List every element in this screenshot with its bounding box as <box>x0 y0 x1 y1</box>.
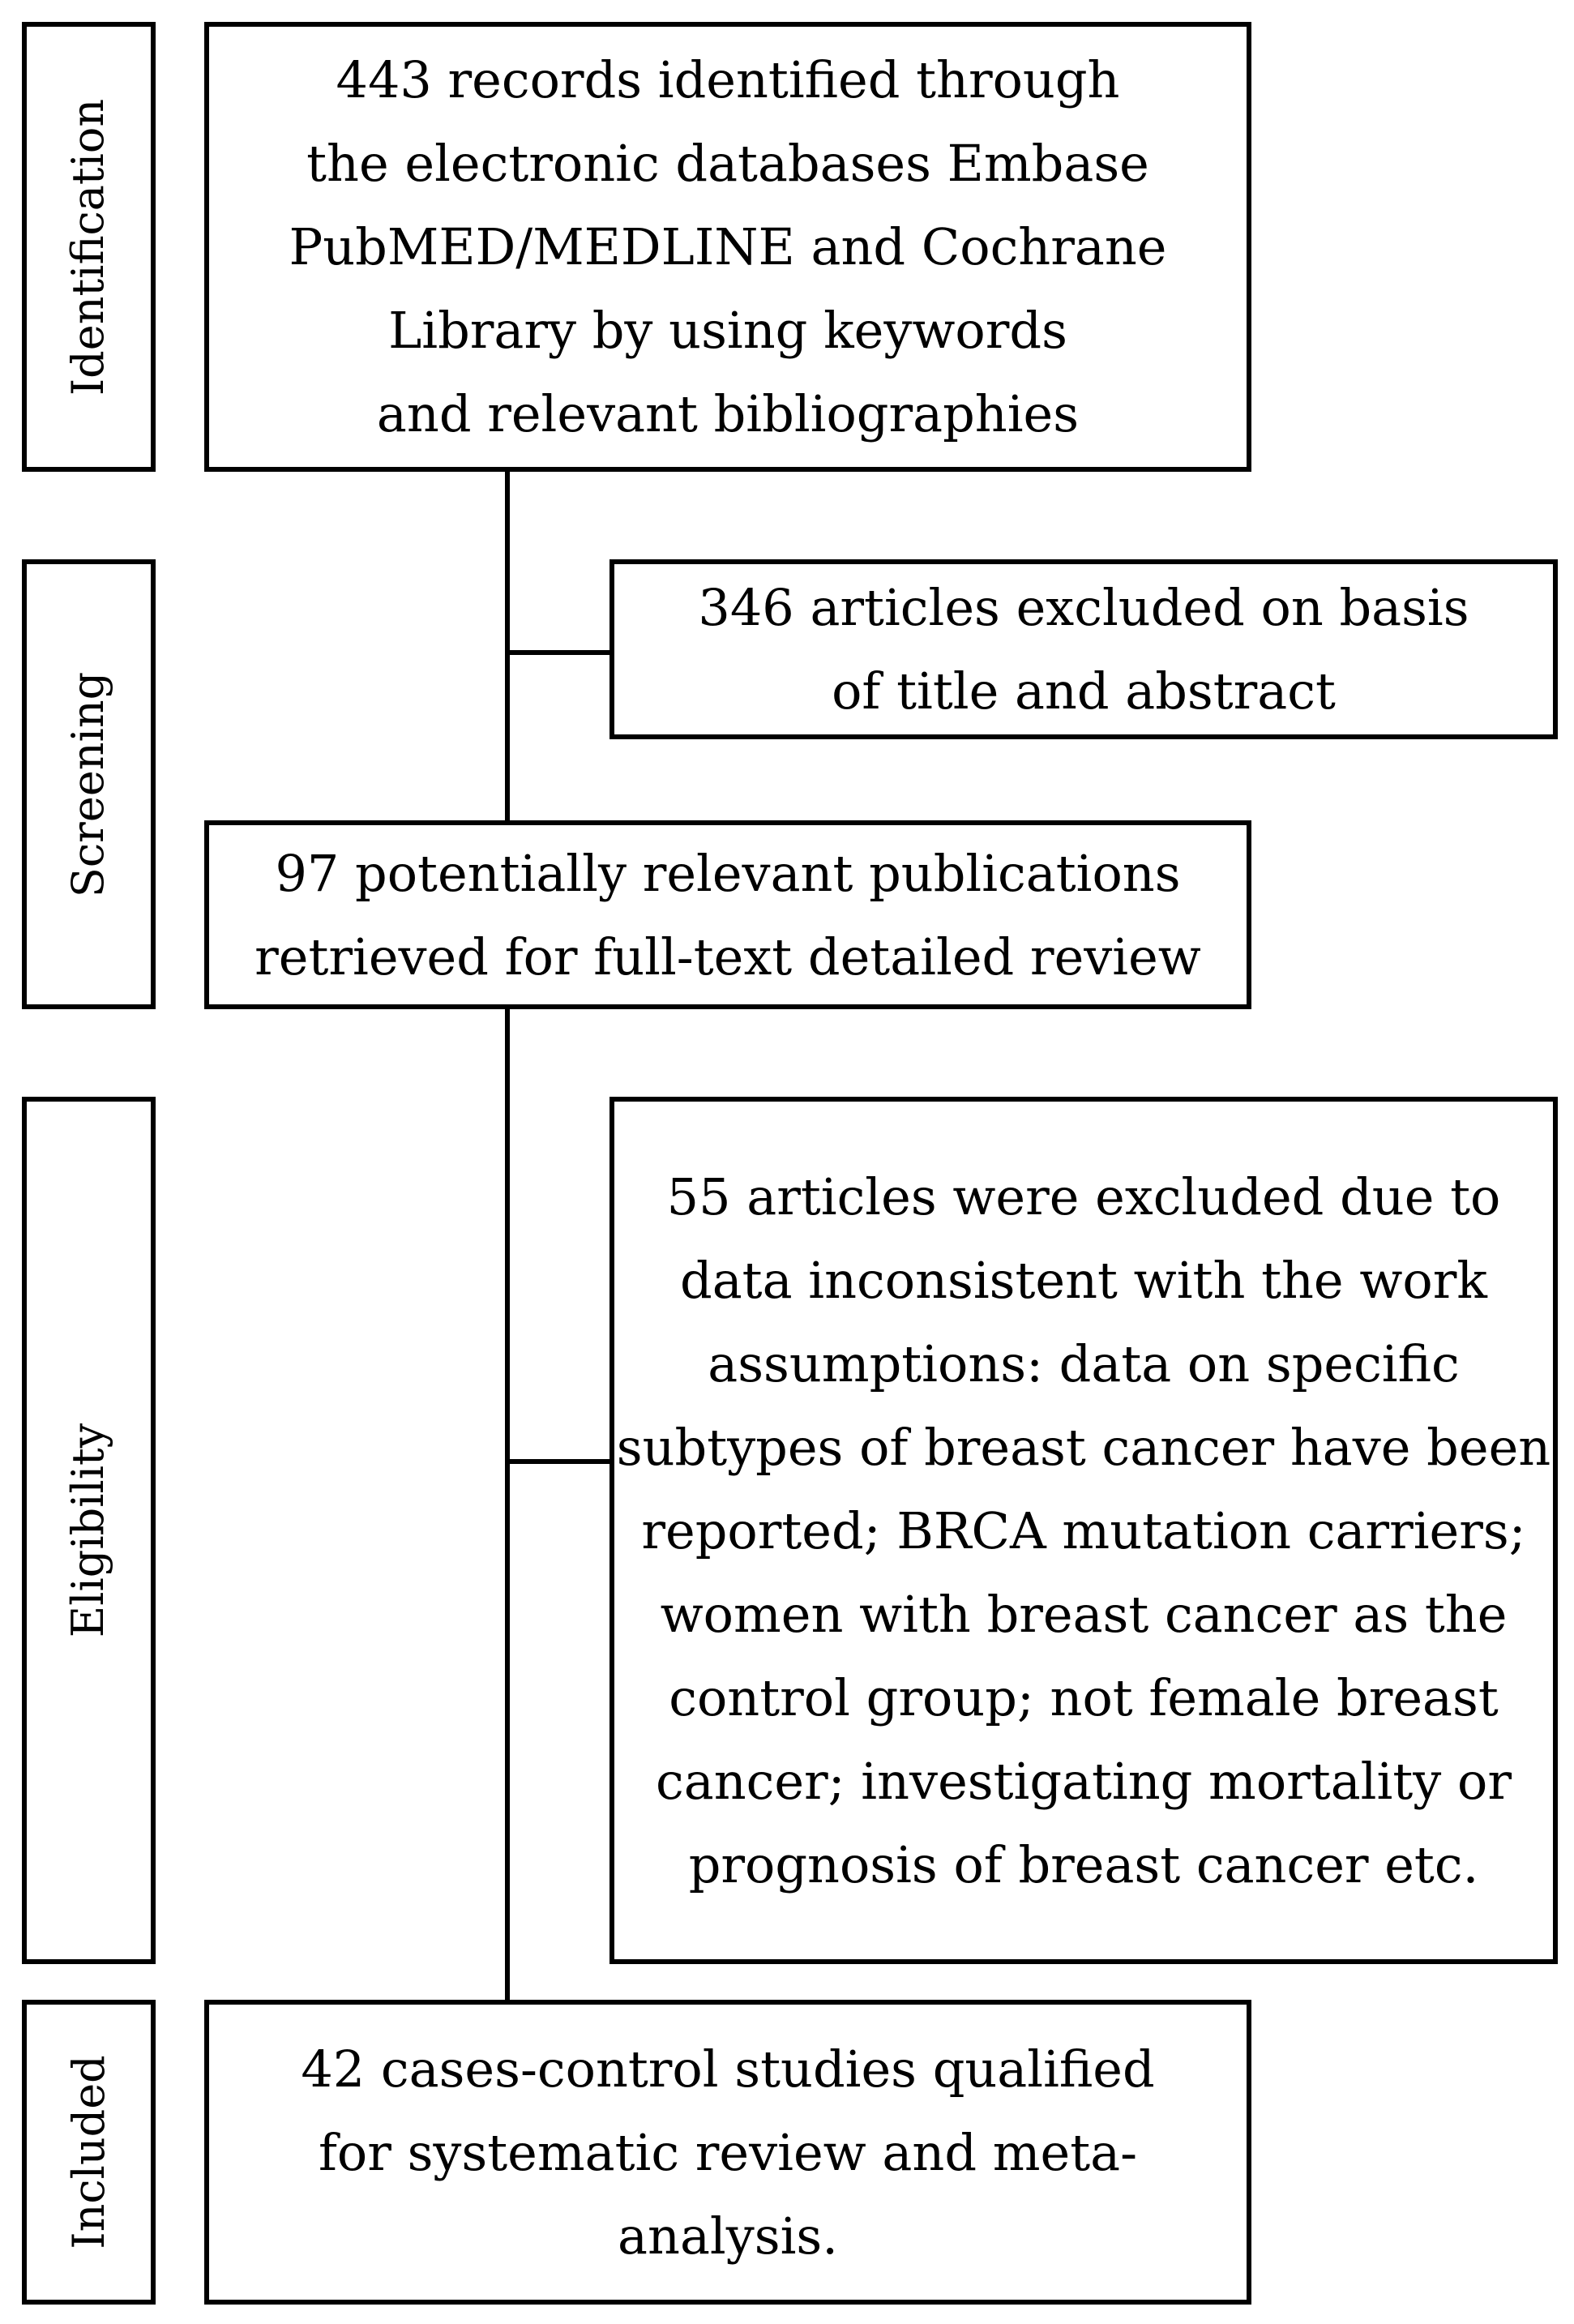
excluded-screening-box: 346 articles excluded on basis of title … <box>609 559 1558 739</box>
stage-identification: Identification <box>22 22 156 472</box>
screening-branch-connector <box>507 650 611 655</box>
stage-identification-label: Identification <box>62 98 114 396</box>
excluded-eligibility-text: 55 articles were excluded due to data in… <box>616 1166 1551 1894</box>
eligibility-branch-connector <box>507 1459 611 1464</box>
stage-eligibility: Eligibility <box>22 1097 156 1964</box>
included-studies-box: 42 cases-control studies qualified for s… <box>204 2000 1251 2305</box>
stage-included: Included <box>22 2000 156 2305</box>
main-vertical-connector <box>505 472 510 2000</box>
retrieved-publications-box: 97 potentially relevant publications ret… <box>204 820 1251 1009</box>
retrieved-publications-text: 97 potentially relevant publications ret… <box>254 843 1201 987</box>
stage-screening-label: Screening <box>62 671 114 897</box>
excluded-screening-text: 346 articles excluded on basis of title … <box>698 578 1469 721</box>
stage-eligibility-label: Eligibility <box>62 1423 114 1638</box>
included-studies-text: 42 cases-control studies qualified for s… <box>301 2039 1155 2266</box>
identified-records-text: 443 records identified through the elect… <box>289 50 1167 443</box>
identified-records-box: 443 records identified through the elect… <box>204 22 1251 472</box>
stage-screening: Screening <box>22 559 156 1009</box>
excluded-eligibility-box: 55 articles were excluded due to data in… <box>609 1097 1558 1964</box>
stage-included-label: Included <box>62 2055 114 2249</box>
